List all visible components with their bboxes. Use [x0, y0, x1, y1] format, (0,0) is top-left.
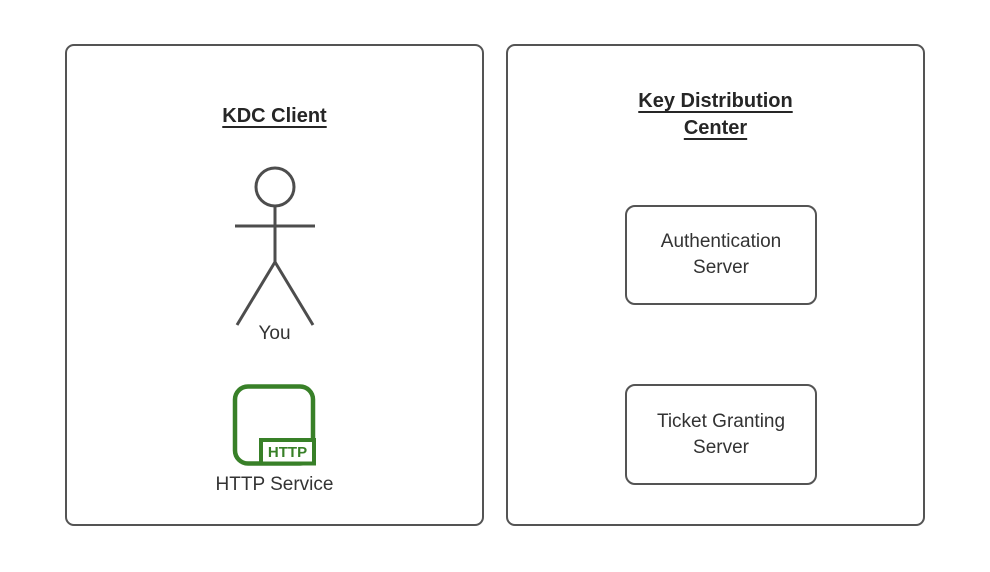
kdc-client-panel-title: KDC Client [67, 103, 482, 130]
authentication-server-node: Authentication Server [625, 205, 817, 305]
kdc-panel-title: Key Distribution Center [508, 88, 923, 142]
actor-right-leg [273, 261, 315, 326]
authentication-server-label: Authentication Server [660, 231, 782, 278]
ticket-granting-server-label: Ticket Granting Server [656, 410, 786, 458]
kdc-title-text: Key Distribution Center [638, 90, 793, 139]
kdc-client-panel: KDC Client You HTTP HTTP Service [65, 44, 484, 526]
key-distribution-center-panel: Key Distribution Center Authentication S… [506, 44, 925, 526]
actor-head [254, 166, 296, 208]
kdc-client-title-text: KDC Client [222, 105, 327, 127]
http-badge-text: HTTP [268, 444, 307, 461]
actor-left-leg [235, 261, 277, 326]
http-badge-box [259, 438, 316, 466]
person-actor-icon [235, 166, 315, 326]
http-service-label: HTTP Service [215, 474, 334, 495]
http-service-icon: HTTP [232, 384, 316, 466]
ticket-granting-server-node: Ticket Granting Server [625, 384, 817, 485]
actor-label: You [258, 323, 291, 344]
